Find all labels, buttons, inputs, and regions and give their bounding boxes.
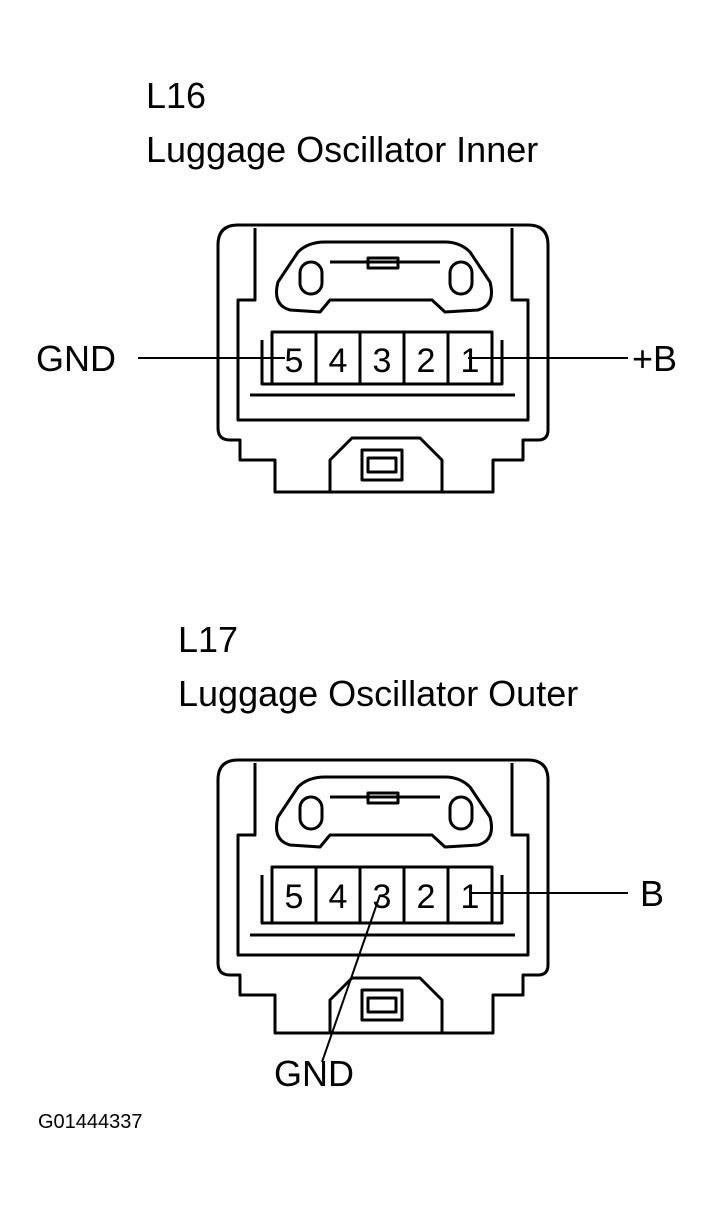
pin-cavity-block [270,865,494,925]
wire-label-plus-b: +B [632,338,678,379]
connector-inner-frame [236,228,530,422]
pin-label: 4 [329,878,348,916]
connector-name-l16: Luggage Oscillator Inner [146,129,539,170]
pin-label: 4 [329,342,348,380]
connector-code-l16: L16 [146,75,207,116]
pin-label: 1 [461,342,480,380]
wire-label-gnd: GND [36,338,116,379]
connector-name-l17: Luggage Oscillator Outer [178,673,579,714]
bottom-lock [328,976,444,1033]
pin-label: 5 [285,342,304,380]
wire-label-b: B [640,873,665,914]
pin-label: 2 [417,878,436,916]
latch-hole-right [448,795,474,831]
latch-hole-left [298,260,324,296]
figure-id: G01444337 [38,1111,143,1133]
connector-housing [216,223,550,494]
pin-label: 3 [373,342,392,380]
connector-code-l17: L17 [178,619,239,660]
connector-latch [275,240,493,314]
lead-line-gnd [321,894,381,1063]
wire-label-gnd: GND [274,1053,354,1094]
bottom-lock [328,436,444,492]
connector-latch [275,775,493,849]
connector-inner-frame [236,763,530,957]
pin-label: 3 [373,878,392,916]
latch-hole-left [298,795,324,831]
latch-hole-right [448,260,474,296]
pin-label: 1 [461,878,480,916]
connector-housing [216,758,550,1035]
pin-label: 2 [417,342,436,380]
pin-label: 5 [285,878,304,916]
